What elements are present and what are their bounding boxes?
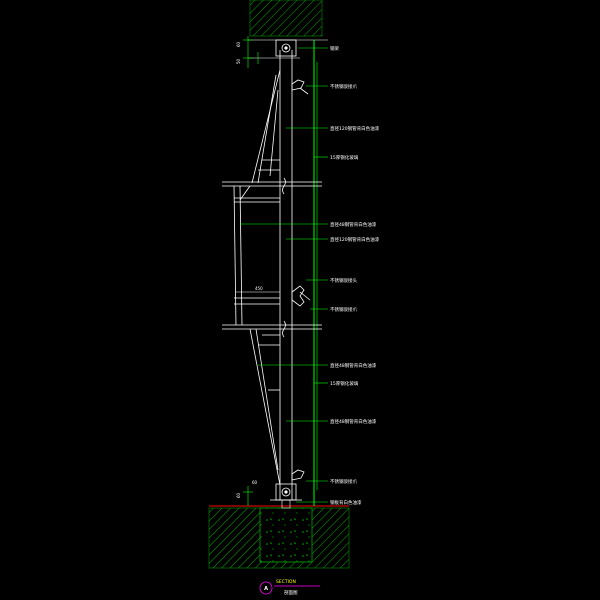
top-beam (248, 39, 328, 59)
callout-label-8: 不锈钢驳接爪 (330, 306, 357, 313)
dim-mid: 450 (255, 286, 263, 291)
callout-label-13: 钢板背白色油漆 (330, 499, 362, 506)
callout-label-3: 直径120钢管背白色油漆 (330, 125, 380, 132)
dim-top-b: 50 (236, 58, 241, 64)
section-title-en: SECTION (276, 579, 296, 585)
callout-label-5: 直径48钢管背白色油漆 (330, 221, 377, 228)
callout-10: 15厚钢化玻璃 (314, 380, 359, 387)
callout-12: 不锈钢驳接爪 (306, 478, 357, 485)
ground-foundation (208, 505, 350, 569)
lower-truss (249, 328, 281, 486)
dimension-lines (236, 36, 280, 506)
callout-5: 直径48钢管背白色油漆 (240, 221, 377, 228)
callout-label-1: 钢梁 (330, 45, 339, 52)
glass-plane (313, 40, 318, 506)
callout-9: 直径48钢管背白色油漆 (258, 362, 377, 369)
callout-label-9: 直径48钢管背白色油漆 (330, 362, 377, 369)
top-slab (249, 0, 323, 37)
dim-top-a: 60 (236, 41, 241, 47)
callout-label-10: 15厚钢化玻璃 (330, 380, 359, 387)
callout-6: 直径120钢管背白色油漆 (286, 236, 380, 243)
section-badge (259, 581, 273, 595)
section-badge-letter: A (264, 586, 268, 592)
spider-fitting-upper (291, 79, 309, 95)
upper-truss (251, 69, 281, 184)
callout-13: 钢板背白色油漆 (296, 499, 362, 506)
callout-4: 15厚钢化玻璃 (314, 154, 359, 161)
spider-fitting-middle (291, 285, 311, 307)
upper-plate (222, 177, 322, 195)
dim-bottom-a: 60 (236, 492, 241, 498)
section-title-cn: 剖面图 (284, 589, 298, 596)
callout-1: 钢梁 (298, 45, 339, 52)
callout-label-12: 不锈钢驳接爪 (330, 478, 357, 485)
callout-8: 不锈钢驳接爪 (310, 306, 357, 313)
callout-label-7: 不锈钢驳接头 (330, 277, 357, 284)
callout-2: 不锈钢驳接爪 (306, 83, 357, 90)
spider-fitting-lower (291, 469, 305, 481)
callout-label-6: 直径120钢管背白色油漆 (330, 236, 380, 243)
lower-plate (222, 320, 322, 338)
section-title: A SECTION 剖面图 (259, 579, 320, 596)
bottom-connection (270, 483, 302, 509)
callout-label-2: 不锈钢驳接爪 (330, 83, 357, 90)
callout-11: 直径48钢管背白色油漆 (286, 418, 377, 425)
steel-tube (279, 50, 293, 500)
callout-7: 不锈钢驳接头 (306, 277, 357, 284)
callout-label-11: 直径48钢管背白色油漆 (330, 418, 377, 425)
callout-label-4: 15厚钢化玻璃 (330, 154, 359, 161)
dim-bottom-b: 60 (252, 480, 258, 485)
middle-truss (233, 185, 280, 326)
callout-3: 直径120钢管背白色油漆 (286, 125, 380, 132)
